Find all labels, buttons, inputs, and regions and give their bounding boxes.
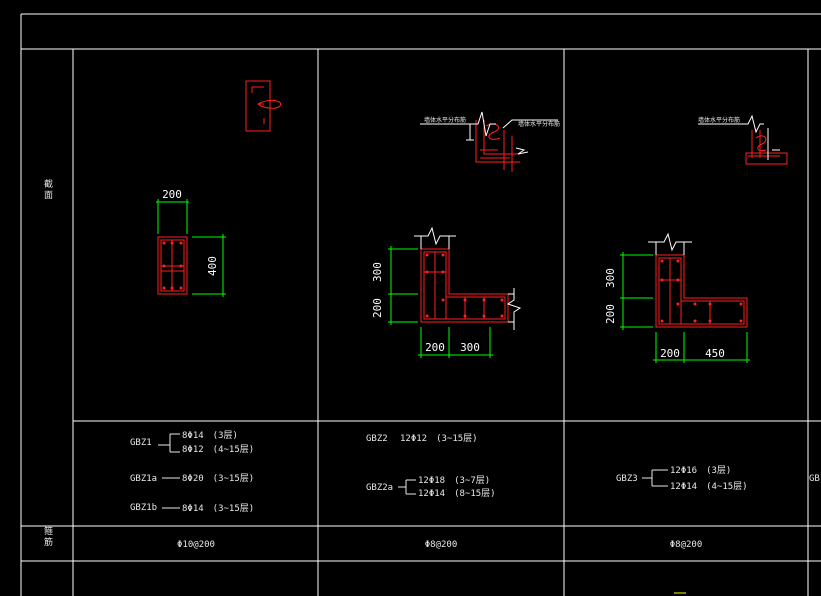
gbz3-detail-leaders: [698, 114, 780, 160]
gbz2-dim-h-left: 200: [425, 341, 445, 354]
spec-id-gbz1b: GBZ1b: [130, 503, 157, 513]
spec-gbz2-line1: 12Φ12 (3~15层): [400, 433, 478, 444]
stirrup-col2: Φ8@200: [425, 540, 458, 550]
gbz2-section: [420, 248, 509, 323]
spec-brackets: [158, 433, 668, 509]
spec-gbz1-line2: 8Φ12 (4~15层): [182, 444, 254, 455]
gbz1-dim-width: 200: [162, 188, 182, 201]
gbz3-dim-v-top: 300: [604, 268, 617, 288]
gbz2-dim-h-right: 300: [460, 341, 480, 354]
gbz2-dim-v-top: 300: [371, 262, 384, 282]
gbz1-dim-height: 400: [206, 256, 219, 276]
gbz2-detail-red: [475, 120, 520, 172]
stirrup-col1: Φ10@200: [177, 540, 215, 550]
gbz3-dim-v-bottom: 200: [604, 304, 617, 324]
row-header-stirrup: 箍筋: [42, 525, 53, 548]
gbz3-break-lines: [648, 232, 692, 255]
spec-gbz3-line1: 12Φ16 (3层): [670, 465, 731, 476]
gbz2-note-right: 墙体水平分布筋: [518, 120, 560, 128]
spec-id-gbz3: GBZ3: [616, 474, 638, 484]
spec-id-gbz2a: GBZ2a: [366, 483, 393, 493]
spec-gbz3-line2: 12Φ14 (4~15层): [670, 481, 748, 492]
gbz2-detail-leaders: [420, 111, 558, 155]
gbz2-dim-v-bottom: 200: [371, 298, 384, 318]
gbz3-dim-h-right: 450: [705, 347, 725, 360]
stirrup-col3: Φ8@200: [670, 540, 703, 550]
gbz1-detail-red: [245, 80, 282, 132]
spec-gbz1a-line1: 8Φ20 (3~15层): [182, 473, 254, 484]
gbz3-dimensions: [620, 252, 750, 363]
spec-gbz2a-line2: 12Φ14 (8~15层): [418, 488, 496, 499]
spec-gbz1b-line1: 8Φ14 (3~15层): [182, 503, 254, 514]
gbz2-dimensions: [388, 246, 493, 358]
gbz1-section: [157, 236, 188, 295]
table-grid: [20, 13, 821, 596]
row-header-section: 截面: [42, 178, 53, 201]
spec-gbz2a-line1: 12Φ18 (3~7层): [418, 475, 490, 486]
spec-id-gbz1a: GBZ1a: [130, 474, 157, 484]
gbz3-detail-red: [745, 130, 788, 165]
gbz3-section: [655, 254, 748, 328]
gbz3-dim-h-left: 200: [660, 347, 680, 360]
spec-id-gbz1: GBZ1: [130, 438, 152, 448]
gbz3-note: 墙体水平分布筋: [698, 116, 740, 124]
spec-gbz1-line1: 8Φ14 (3层): [182, 430, 238, 441]
gbz1-dimensions: [156, 199, 226, 297]
gbz2-break-lines: [414, 226, 522, 330]
spec-id-partial: GB: [809, 474, 820, 484]
gbz2-note-left: 墙体水平分布筋: [424, 116, 466, 124]
spec-id-gbz2: GBZ2: [366, 434, 388, 444]
